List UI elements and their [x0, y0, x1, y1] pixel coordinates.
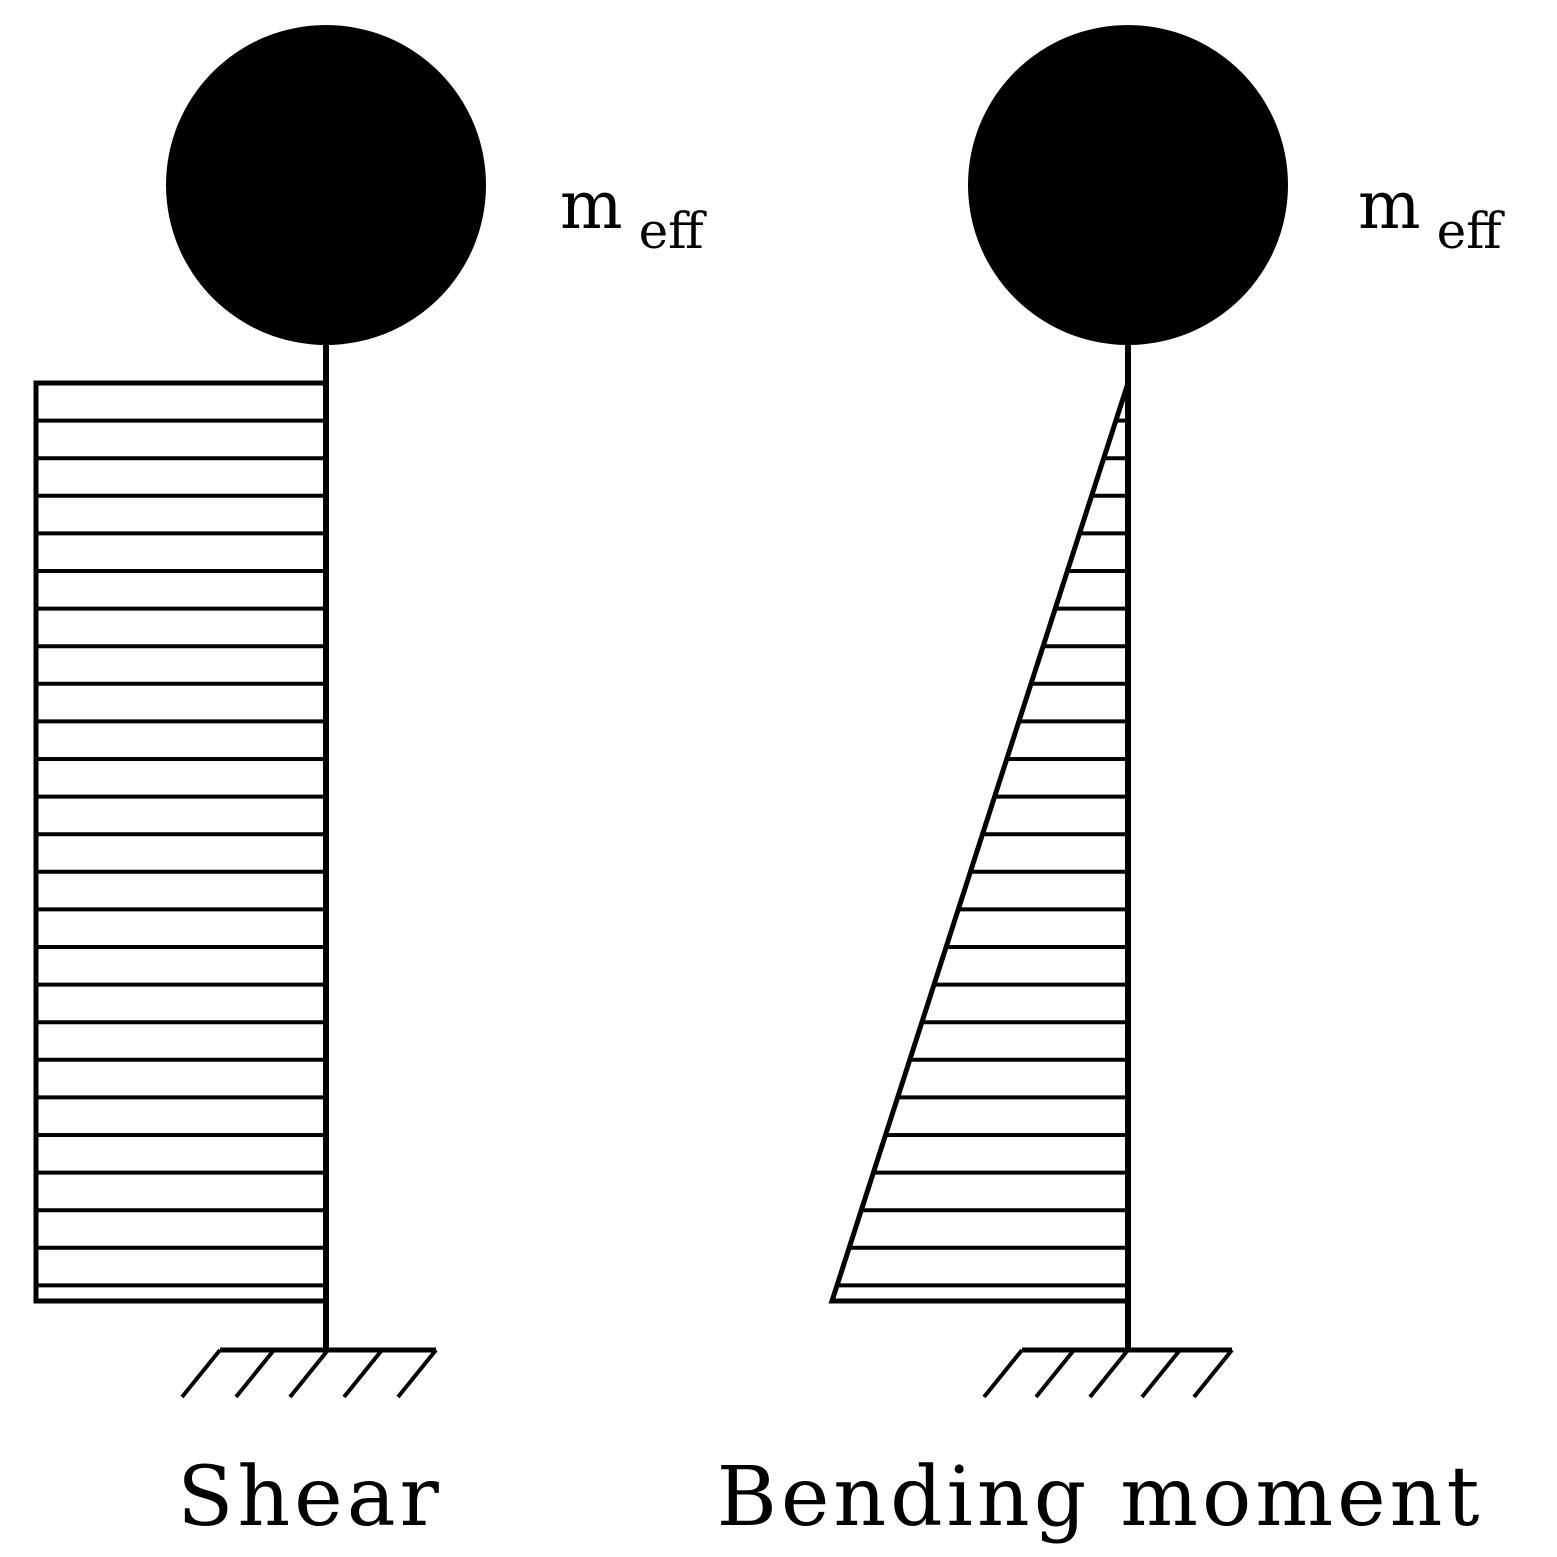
bending-diagram-outline [828, 382, 1131, 1304]
bending-caption: Bending moment [717, 1450, 1484, 1545]
bending-diagram-hatching [837, 418, 1128, 1288]
bending-mass-symbol: m [1358, 167, 1421, 244]
shear-mass-symbol: m [560, 167, 623, 244]
shear-diagram-outline [33, 380, 329, 1304]
shear-mass-subscript: eff [639, 202, 708, 260]
shear-support-hatch [342, 1348, 384, 1399]
bending-support-hatch [1140, 1348, 1182, 1399]
bending-support-hatch [1192, 1348, 1234, 1399]
shear-diagram-hatching [36, 418, 326, 1288]
shear-support-hatch [180, 1348, 222, 1399]
shear-mass-circle [166, 25, 486, 345]
shear-support-hatch [396, 1348, 438, 1399]
bending-support-hatch [982, 1348, 1024, 1399]
bending-support-hatch [1088, 1348, 1130, 1399]
bending-support-hatch [1034, 1348, 1076, 1399]
shear-support-hatch [234, 1348, 276, 1399]
bending-fixed-support [982, 1347, 1234, 1399]
shear-fixed-support [180, 1347, 438, 1399]
shear-caption: Shear [177, 1450, 443, 1545]
bending-mass-subscript: eff [1437, 202, 1506, 260]
bending-mass-circle [968, 25, 1288, 345]
shear-support-hatch [288, 1348, 330, 1399]
